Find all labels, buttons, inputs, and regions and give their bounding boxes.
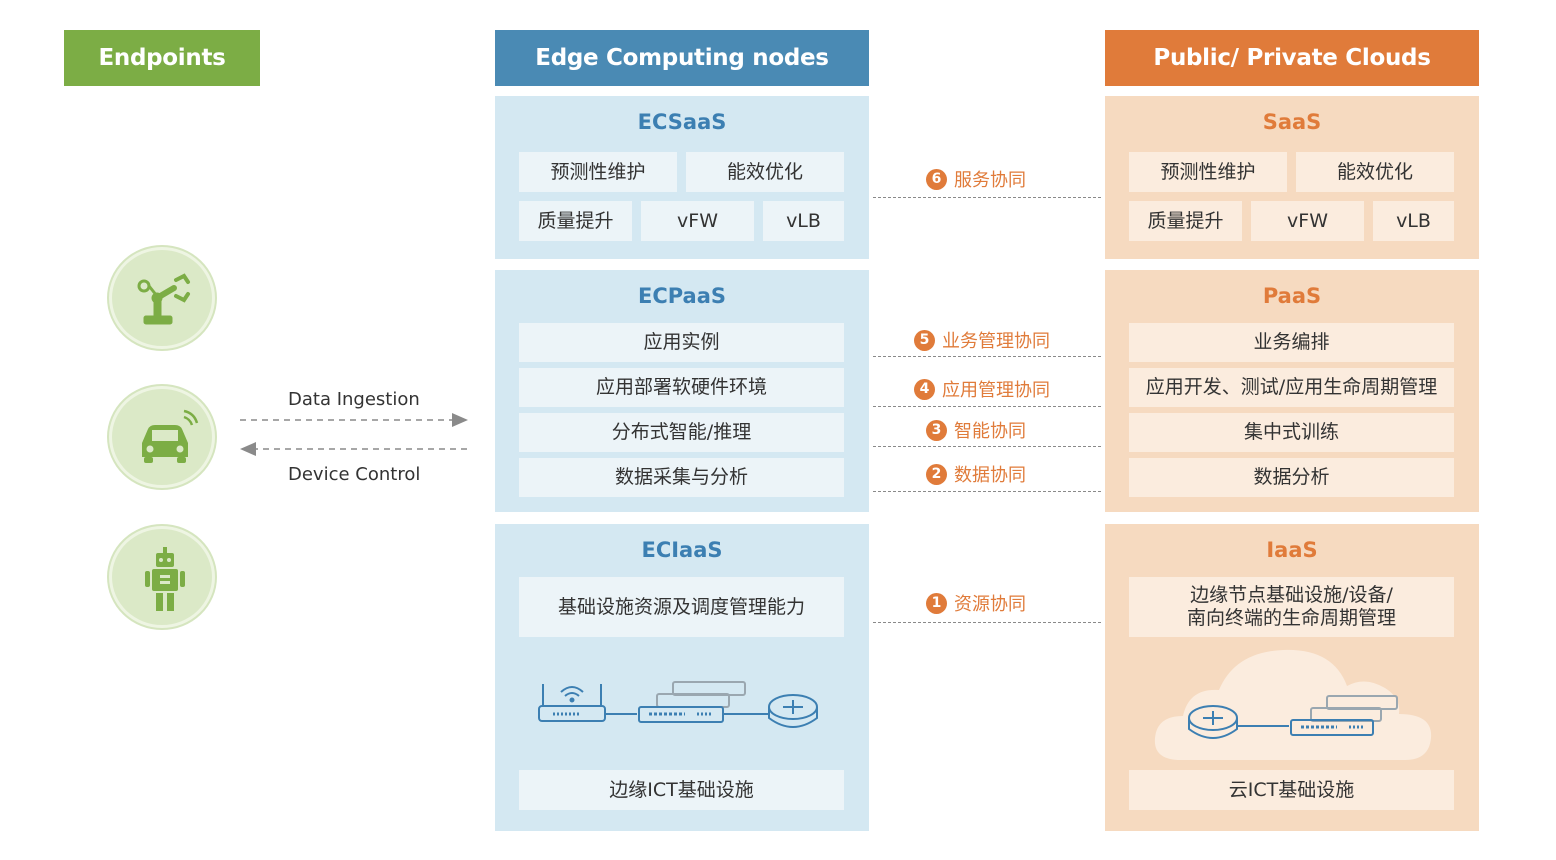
switch-stack-icon: [638, 681, 746, 723]
cloud-paas-title: PaaS: [1262, 284, 1322, 308]
cloud-iaas-panel: IaaS 边缘节点基础设施/设备/ 南向终端的生命周期管理 云ICT基础设施: [1105, 524, 1479, 831]
edge-saas-item: 预测性维护: [519, 152, 677, 192]
cloud-iaas-title: IaaS: [1266, 538, 1318, 562]
collab-label: 业务管理协同: [942, 331, 1050, 352]
cloud-header: Public/ Private Clouds: [1105, 30, 1479, 86]
cloud-saas-item: vFW: [1251, 201, 1364, 241]
cloud-network-icons: [1154, 649, 1432, 760]
cloud-saas-item: 质量提升: [1129, 201, 1242, 241]
edge-saas-item: vLB: [763, 201, 844, 241]
collab-label: 资源协同: [954, 594, 1026, 615]
cloud-saas-item: vLB: [1373, 201, 1454, 241]
edge-computing-header: Edge Computing nodes: [495, 30, 869, 86]
connector-line: [873, 406, 1101, 407]
router-icon: [768, 694, 818, 728]
edge-saas-item: 质量提升: [519, 201, 632, 241]
cloud-saas-item: 能效优化: [1296, 152, 1454, 192]
cloud-saas-item: 预测性维护: [1129, 152, 1287, 192]
edge-paas-item: 应用实例: [519, 323, 844, 362]
collab-number: 6: [926, 168, 947, 190]
switch-stack-icon: [1290, 695, 1398, 736]
edge-saas-title: ECSaaS: [637, 110, 727, 134]
endpoints-header: Endpoints: [64, 30, 260, 86]
collab-label: 服务协同: [954, 170, 1026, 191]
collab-data: 2 数据协同: [926, 461, 1026, 487]
connector-line: [873, 356, 1101, 357]
edge-iaas-panel: ECIaaS 基础设施资源及调度管理能力: [495, 524, 869, 831]
edge-iaas-title: ECIaaS: [641, 538, 723, 562]
collab-label: 智能协同: [954, 421, 1026, 442]
cloud-paas-item: 集中式训练: [1129, 413, 1454, 452]
collab-resource: 1 资源协同: [926, 590, 1026, 616]
connector-line: [873, 491, 1101, 492]
edge-paas-item: 数据采集与分析: [519, 458, 844, 497]
edge-paas-panel: ECPaaS 应用实例 应用部署软硬件环境 分布式智能/推理 数据采集与分析: [495, 270, 869, 512]
cloud-iaas-lifecycle: 边缘节点基础设施/设备/ 南向终端的生命周期管理: [1129, 577, 1454, 637]
collab-app-mgmt: 4 应用管理协同: [914, 376, 1050, 402]
cloud-paas-item: 业务编排: [1129, 323, 1454, 362]
collab-label: 数据协同: [954, 465, 1026, 486]
cloud-paas-item: 应用开发、测试/应用生命周期管理: [1129, 368, 1454, 407]
collab-label: 应用管理协同: [942, 380, 1050, 401]
edge-saas-item: 能效优化: [686, 152, 844, 192]
cloud-paas-panel: PaaS 业务编排 应用开发、测试/应用生命周期管理 集中式训练 数据分析: [1105, 270, 1479, 512]
cloud-iaas-line: 南向终端的生命周期管理: [1186, 607, 1396, 629]
cloud-iaas-item: 云ICT基础设施: [1129, 770, 1454, 810]
edge-saas-panel: ECSaaS 预测性维护 能效优化 质量提升 vFW vLB: [495, 96, 869, 259]
collab-number: 5: [914, 329, 935, 351]
collab-number: 3: [926, 419, 947, 441]
collab-number: 2: [926, 463, 947, 485]
device-control-label: Device Control: [288, 464, 421, 485]
collab-number: 1: [926, 592, 947, 614]
edge-paas-item: 应用部署软硬件环境: [519, 368, 844, 407]
connector-line: [873, 197, 1101, 198]
edge-iaas-item: 边缘ICT基础设施: [519, 770, 844, 810]
collab-business-mgmt: 5 业务管理协同: [914, 327, 1050, 353]
robot-arm-icon: [109, 247, 215, 349]
collab-number: 4: [914, 378, 935, 400]
data-ingestion-label: Data Ingestion: [288, 389, 420, 410]
router-icon: [1188, 705, 1238, 739]
connected-car-icon: [109, 386, 215, 488]
connector-line: [873, 622, 1101, 623]
wifi-router-icon: [538, 684, 606, 722]
edge-paas-item: 分布式智能/推理: [519, 413, 844, 452]
robot-icon: [109, 526, 215, 628]
cloud-saas-panel: SaaS 预测性维护 能效优化 质量提升 vFW vLB: [1105, 96, 1479, 259]
cloud-iaas-line: 边缘节点基础设施/设备/: [1190, 584, 1393, 607]
cloud-saas-title: SaaS: [1262, 110, 1322, 134]
edge-network-icons: [538, 681, 818, 728]
edge-saas-item: vFW: [641, 201, 754, 241]
cloud-paas-item: 数据分析: [1129, 458, 1454, 497]
connector-line: [873, 446, 1101, 447]
cloud-icon: [1154, 649, 1432, 760]
collab-service: 6 服务协同: [926, 166, 1026, 192]
edge-iaas-item: 基础设施资源及调度管理能力: [519, 577, 844, 637]
collab-intelligence: 3 智能协同: [926, 417, 1026, 443]
edge-paas-title: ECPaaS: [637, 284, 727, 308]
